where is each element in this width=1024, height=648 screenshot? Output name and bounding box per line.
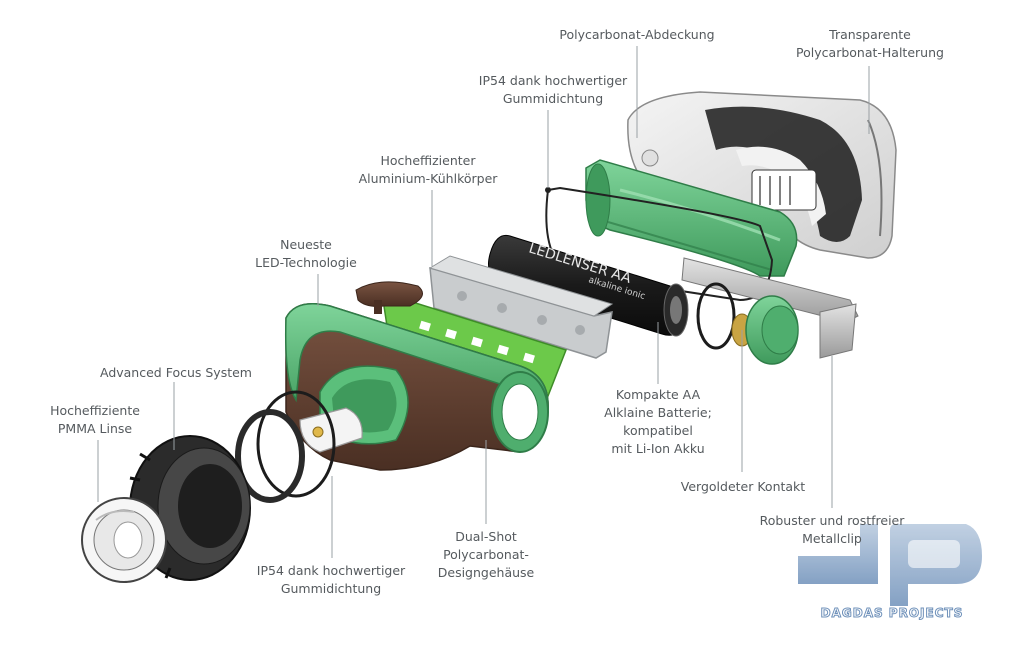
label-kuehlkoerper: Hocheffizienter Aluminium-Kühlkörper — [350, 152, 506, 188]
label-line: mit Li-Ion Akku — [611, 441, 705, 456]
focus-ring — [126, 435, 251, 581]
label-line: Metallclip — [802, 531, 862, 546]
label-line: PMMA Linse — [57, 421, 133, 436]
label-line: Polycarbonat-Halterung — [796, 45, 944, 60]
label-line: IP54 dank hochwertiger — [256, 563, 406, 578]
label-line: Gummidichtung — [280, 581, 382, 596]
label-line: Gummidichtung — [502, 91, 604, 106]
leader-lines — [97, 46, 870, 558]
label-line: Polycarbonat-Abdeckung — [559, 27, 715, 42]
label-led: Neueste LED-Technologie — [246, 236, 366, 272]
focus-button — [355, 281, 423, 314]
label-line: Neueste — [280, 237, 332, 252]
led-module — [299, 407, 363, 453]
watermark-text: DAGDAS PROJECTS — [820, 606, 964, 621]
label-ip54-top: IP54 dank hochwertiger Gummidichtung — [468, 72, 638, 108]
label-linse: Hocheffiziente PMMA Linse — [40, 402, 150, 438]
label-line: Advanced Focus System — [99, 365, 252, 380]
label-transparente-halterung: Transparente Polycarbonat-Halterung — [790, 26, 950, 62]
label-line: Polycarbonat- — [443, 547, 529, 562]
label-batterie: Kompakte AA Alklaine Batterie; kompatibe… — [598, 386, 718, 458]
label-line: Vergoldeter Kontakt — [680, 479, 806, 494]
pmma-lens — [81, 497, 167, 583]
label-gehaeuse: Dual-Shot Polycarbonat- Designgehäuse — [426, 528, 546, 582]
transparent-holder — [627, 91, 897, 259]
label-ip54-bottom: IP54 dank hochwertiger Gummidichtung — [246, 562, 416, 598]
label-line: LED-Technologie — [255, 255, 357, 270]
battery-cover — [585, 159, 798, 277]
label-line: kompatibel — [623, 423, 693, 438]
label-line: Hocheffizienter — [380, 153, 476, 168]
label-line: Hocheffiziente — [50, 403, 140, 418]
label-line: Alklaine Batterie; — [604, 405, 712, 420]
rubber-seal-head — [235, 390, 336, 503]
label-line: IP54 dank hochwertiger — [478, 73, 628, 88]
label-kontakt: Vergoldeter Kontakt — [676, 478, 810, 496]
label-line: Kompakte AA — [615, 387, 701, 402]
label-line: Designgehäuse — [437, 565, 535, 580]
label-line: Robuster und rostfreier — [759, 513, 905, 528]
label-line: Aluminium-Kühlkörper — [358, 171, 498, 186]
label-focus: Advanced Focus System — [96, 364, 256, 382]
watermark-logo — [798, 524, 982, 606]
metal-clip — [681, 257, 859, 359]
label-line: Dual-Shot — [455, 529, 517, 544]
label-polycarbonat-abdeckung: Polycarbonat-Abdeckung — [552, 26, 722, 44]
label-metallclip: Robuster und rostfreier Metallclip — [752, 512, 912, 548]
label-line: Transparente — [829, 27, 911, 42]
end-cap-assembly — [696, 282, 799, 365]
